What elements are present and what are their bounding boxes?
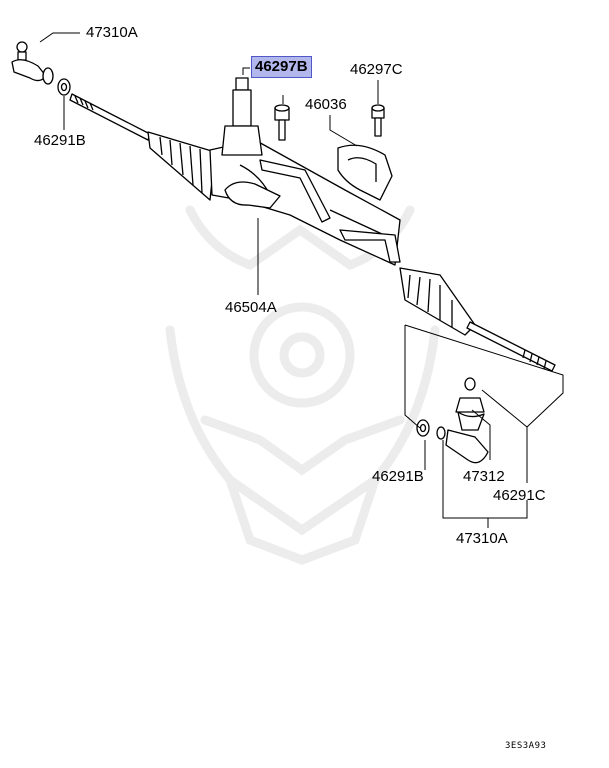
callout-46297c[interactable]: 46297C	[350, 61, 403, 78]
leader-lines	[39, 32, 564, 528]
tie-rod-right	[466, 321, 556, 372]
callout-46036[interactable]: 46036	[305, 96, 347, 113]
mount-bracket	[224, 159, 401, 263]
callout-46291c[interactable]: 46291C	[493, 487, 546, 504]
tie-rod-end-top	[11, 41, 54, 85]
tie-rod-left	[69, 93, 151, 141]
nut-left	[57, 78, 71, 96]
boot-right	[399, 267, 476, 336]
callout-46291b-left[interactable]: 46291B	[34, 132, 86, 149]
callout-46291b-lower[interactable]: 46291B	[372, 468, 424, 485]
callout-47310a-top[interactable]: 47310A	[86, 24, 138, 41]
reference-code: 3ES3A93	[505, 741, 547, 751]
callout-46297b-highlighted[interactable]: 46297B	[251, 56, 312, 78]
tie-rod-end-bottom	[436, 377, 489, 464]
callout-47310a-bottom[interactable]: 47310A	[456, 530, 508, 547]
pinion-shaft	[221, 77, 263, 156]
boot-left	[147, 131, 216, 201]
assembly-drawing	[11, 41, 556, 464]
bolt-46297c	[371, 104, 385, 137]
nut-lower	[416, 419, 430, 437]
callout-47312[interactable]: 47312	[463, 468, 505, 485]
callout-46504a[interactable]: 46504A	[225, 299, 277, 316]
bolt-46297b	[274, 104, 290, 141]
